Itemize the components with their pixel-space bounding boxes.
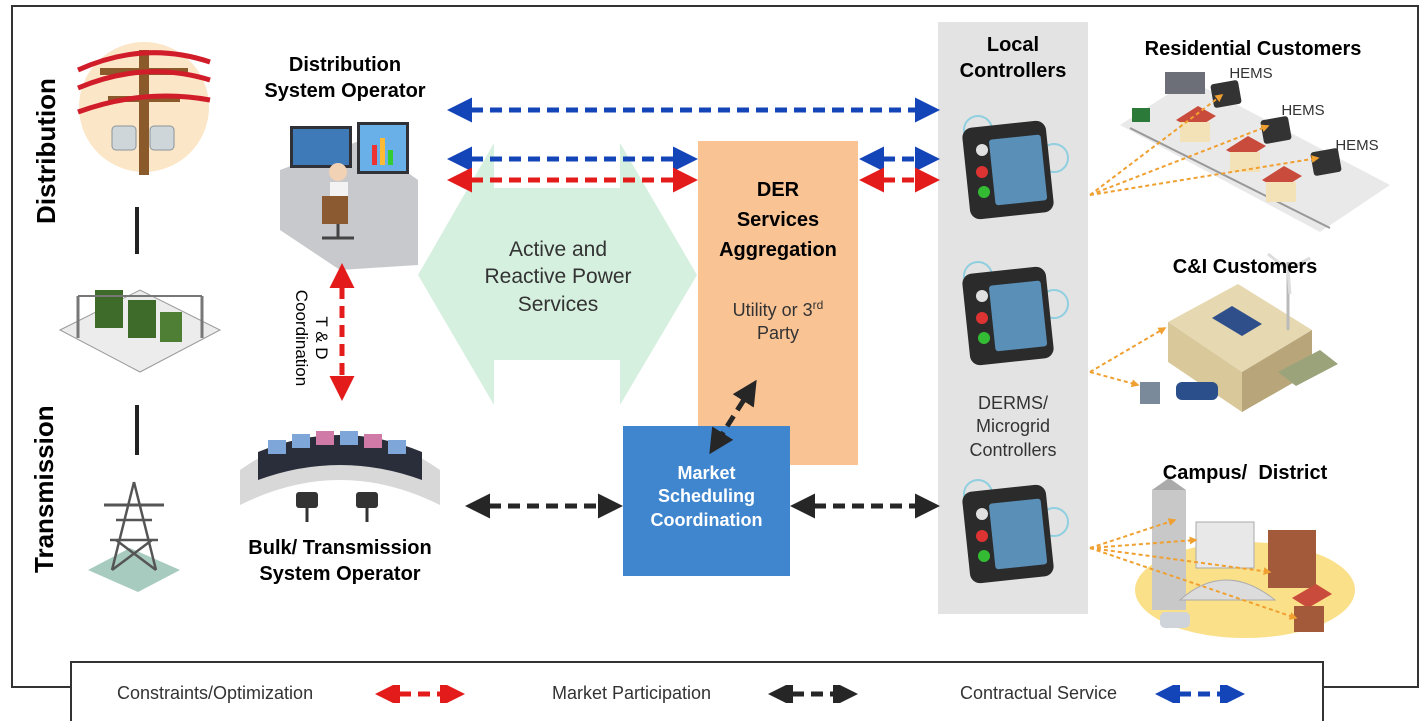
legend: Constraints/Optimization Market Particip…	[70, 661, 1324, 721]
ci-title: C&I Customers	[1172, 256, 1318, 278]
services-line1: Active and	[508, 238, 608, 261]
legend-constraints-arrow	[375, 685, 465, 703]
local-controller-icon	[962, 115, 1069, 220]
transmission-tower-icon	[88, 481, 180, 592]
bulk-line1: Bulk/ Transmission	[248, 537, 432, 559]
legend-market-arrow	[768, 685, 858, 703]
hems-label-1: HEMS	[1229, 65, 1273, 82]
td-line2: Coordination	[291, 289, 311, 387]
legend-market-label: Market Participation	[552, 683, 712, 703]
customer-links	[1089, 94, 1320, 620]
distribution-pole-icon	[76, 42, 211, 175]
derms-line2: Microgrid	[975, 416, 1050, 437]
local-line2: Controllers	[959, 60, 1067, 82]
microgrid-controller-icon	[962, 261, 1069, 366]
der-line1: DER	[756, 179, 800, 201]
legend-constraints-label: Constraints/Optimization	[117, 683, 314, 703]
residential-title: Residential Customers	[1144, 38, 1362, 60]
campus-title: Campus/ District	[1162, 462, 1328, 484]
constraints-arrows	[329, 167, 940, 401]
bulk-title: Bulk/ Transmission System Operator	[220, 535, 460, 587]
market-arrows	[465, 379, 940, 519]
td-coordination-label: T & D Coordination	[289, 278, 331, 398]
substation-icon	[58, 289, 222, 373]
party-label: Utility or 3rd Party	[698, 298, 858, 346]
market-title: Market Scheduling Coordination	[623, 462, 790, 532]
dso-title: Distribution System Operator	[250, 52, 440, 104]
campus-controller-icon	[962, 479, 1069, 584]
market-box	[623, 426, 790, 576]
services-arrow	[418, 143, 697, 405]
dso-workstation-icon	[280, 122, 418, 270]
dso-line1: Distribution	[288, 54, 402, 76]
hems-label-2: HEMS	[1281, 102, 1325, 119]
control-room-icon	[240, 431, 440, 522]
campus-district-icon	[1135, 478, 1355, 638]
transmission-label: Transmission	[29, 405, 59, 573]
services-line3: Services	[517, 292, 599, 316]
legend-contractual-arrow	[1155, 685, 1245, 703]
dso-line2: System Operator	[264, 80, 426, 102]
party-line2: Party	[756, 323, 799, 344]
services-line2: Reactive Power	[484, 265, 632, 289]
legend-contractual-label: Contractual Service	[960, 683, 1118, 703]
local-line1: Local	[986, 34, 1040, 56]
market-line2: Scheduling	[657, 486, 755, 507]
market-line1: Market	[677, 463, 736, 483]
derms-line1: DERMS/	[977, 393, 1048, 413]
bulk-line2: System Operator	[259, 563, 421, 585]
der-title: DER Services Aggregation	[698, 175, 858, 265]
market-line3: Coordination	[650, 509, 763, 530]
der-line3: Aggregation	[719, 239, 837, 261]
hems-label-3: HEMS	[1335, 137, 1379, 154]
residential-neighborhood-icon	[1120, 72, 1390, 232]
services-label: Active and Reactive Power Services	[458, 236, 658, 318]
ci-building-icon	[1140, 252, 1338, 412]
derms-label: DERMS/ Microgrid Controllers	[938, 392, 1088, 462]
der-line2: Services	[736, 209, 820, 231]
td-line1: T & D	[312, 316, 331, 360]
distribution-label: Distribution	[31, 78, 61, 224]
local-controllers-title: Local Controllers	[938, 32, 1088, 84]
derms-line3: Controllers	[969, 439, 1057, 460]
contractual-arrows	[447, 97, 940, 172]
party-line1: Utility or 3rd	[732, 298, 824, 320]
